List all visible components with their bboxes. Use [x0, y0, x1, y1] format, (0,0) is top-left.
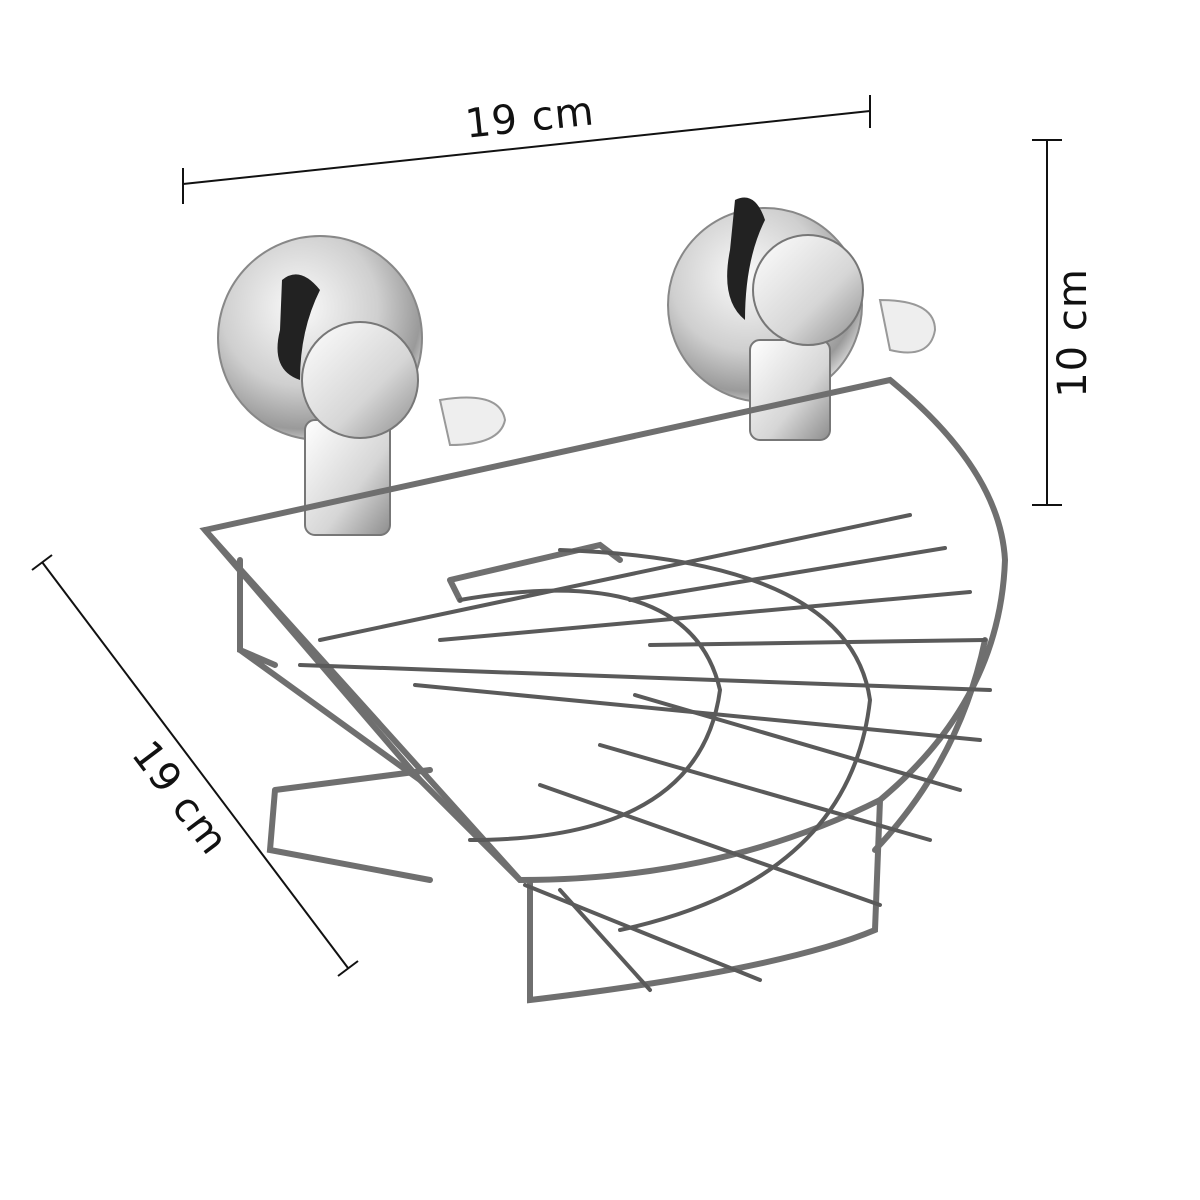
suction-cup-right — [667, 197, 937, 441]
wire-basket — [199, 376, 1009, 1004]
height-dimension-line — [1032, 139, 1062, 506]
height-label: 10 cm — [1049, 268, 1096, 398]
depth-dimension-line — [31, 554, 359, 977]
suction-cup-left — [217, 235, 507, 536]
width-dimension-line — [182, 95, 871, 204]
